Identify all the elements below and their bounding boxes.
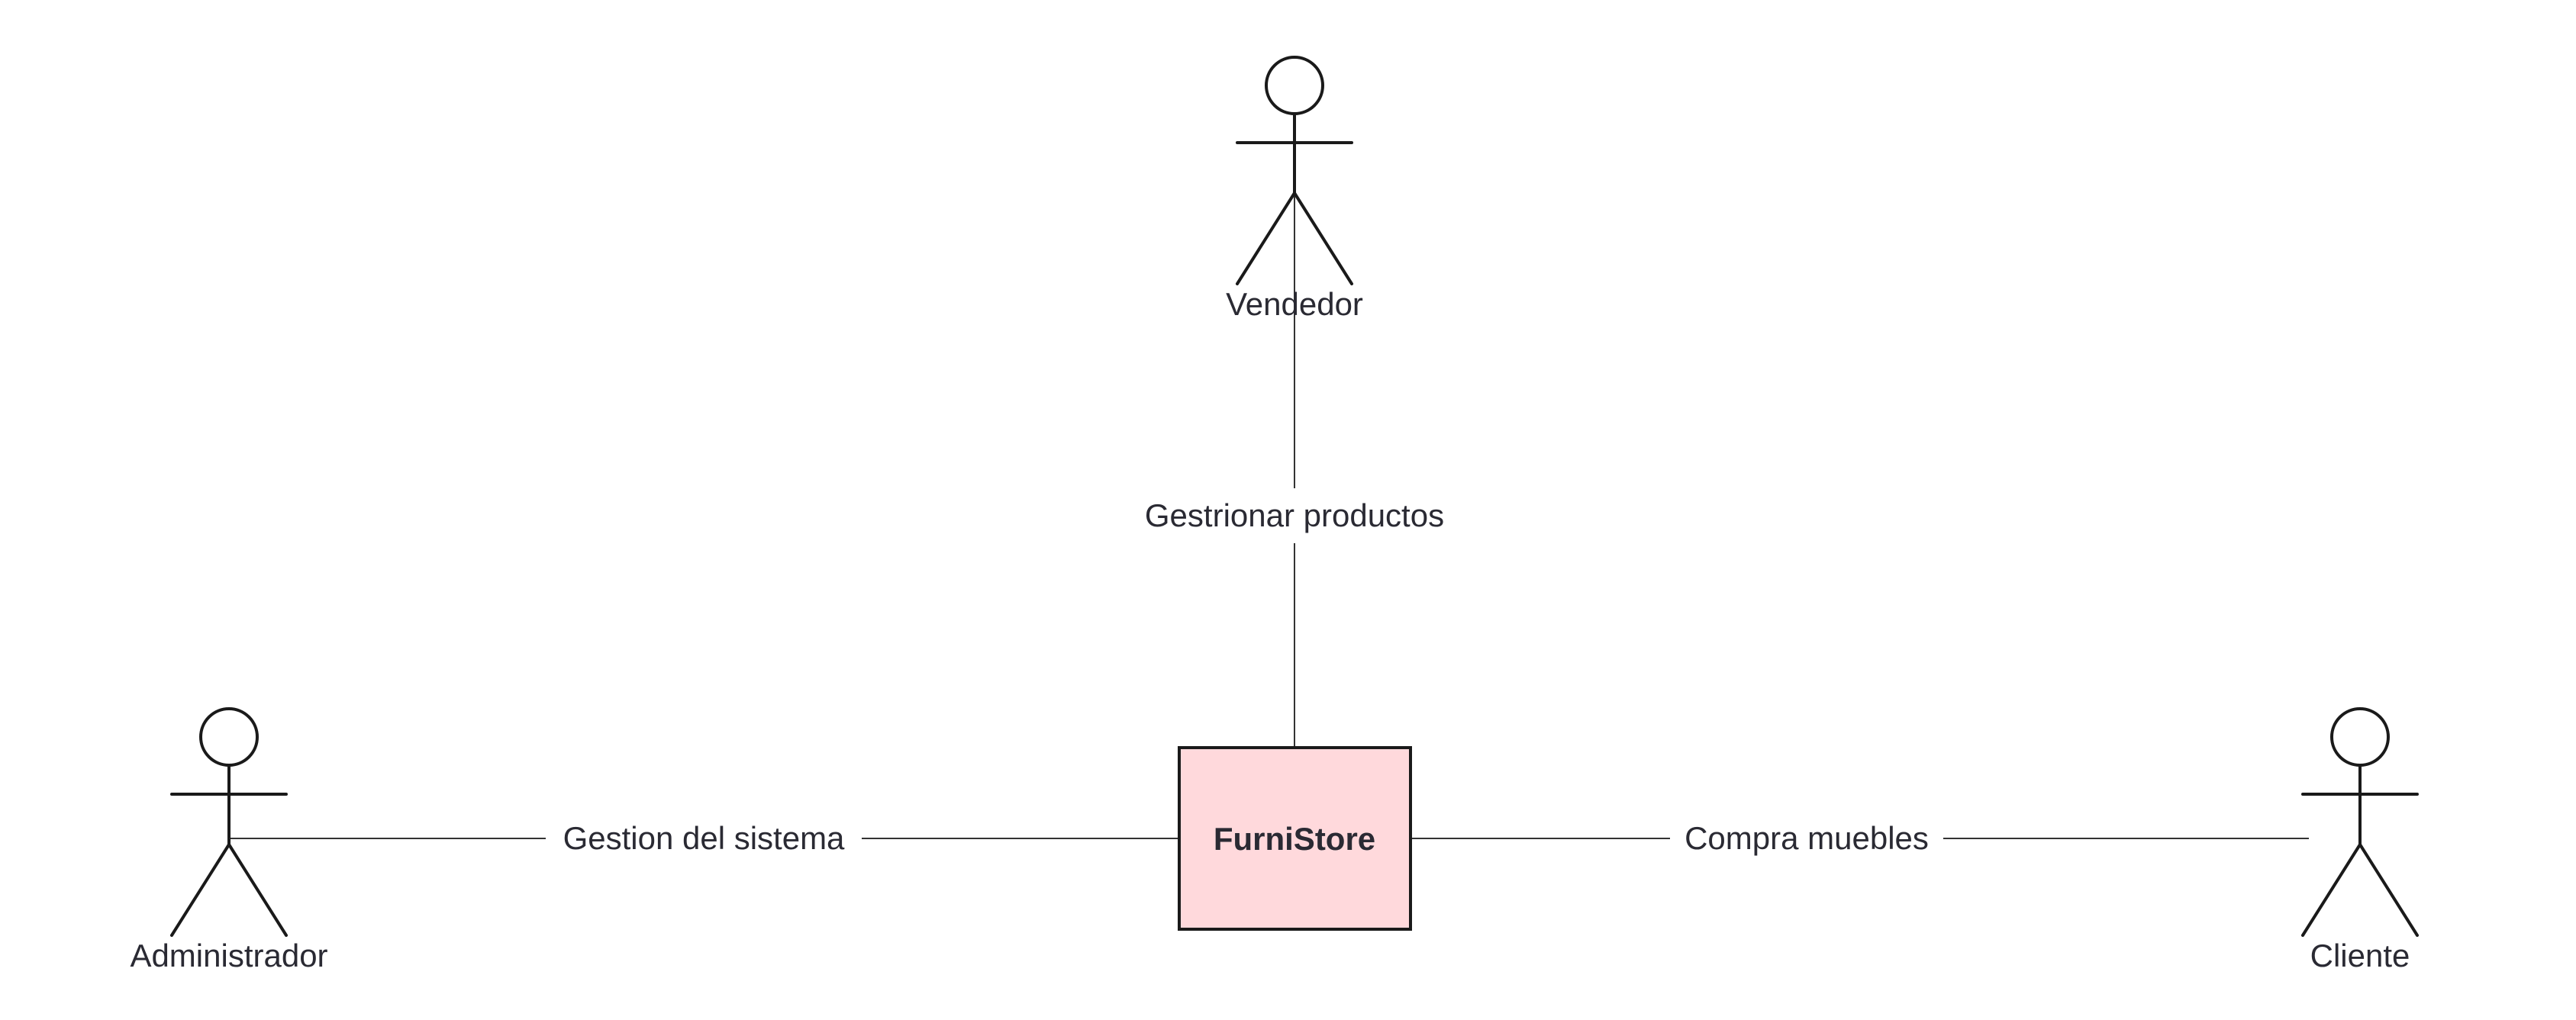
relation-text-vendedor: Gestrionar productos [1145, 497, 1444, 533]
actor-left-leg [2301, 843, 2362, 937]
relation-label-cliente[interactable]: Compra muebles [1670, 811, 1943, 866]
relation-text-cliente: Compra muebles [1685, 820, 1929, 856]
actor-name-cliente: Cliente [2310, 938, 2410, 973]
actor-left-leg [1236, 191, 1296, 285]
actor-right-leg [2358, 843, 2419, 937]
actor-administrador[interactable]: Administrador [130, 707, 328, 973]
relation-label-vendedor[interactable]: Gestrionar productos [1122, 488, 1467, 543]
label-background [1122, 488, 1467, 543]
system-box [1178, 746, 1412, 931]
actor-cliente[interactable]: Cliente [2301, 707, 2419, 973]
actor-right-leg [227, 843, 288, 937]
system-furnistore[interactable]: FurniStore [1178, 746, 1412, 931]
system-name: FurniStore [1214, 821, 1375, 857]
label-background [546, 811, 862, 866]
actor-name-vendedor: Vendedor [1226, 286, 1363, 322]
actor-head-icon [1265, 56, 1324, 115]
relation-label-administrador[interactable]: Gestion del sistema [546, 811, 862, 866]
label-background [1670, 811, 1943, 866]
actor-head-icon [2330, 707, 2390, 767]
actor-right-leg [1293, 191, 1353, 285]
relation-text-administrador: Gestion del sistema [563, 820, 845, 856]
actor-head-icon [199, 707, 259, 767]
actor-name-administrador: Administrador [130, 938, 327, 973]
actor-vendedor[interactable]: Vendedor [1226, 56, 1363, 322]
actor-left-leg [170, 843, 231, 937]
